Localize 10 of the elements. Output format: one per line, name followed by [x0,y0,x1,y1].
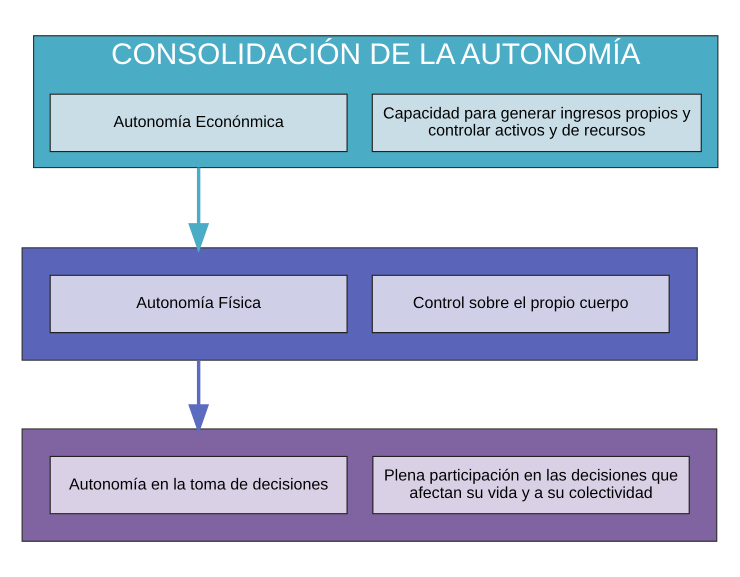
node-box: Autonomía en la toma de decisiones [50,456,348,514]
node-box: Autonomía Física [50,274,348,334]
arrow [188,168,210,254]
arrow [188,360,210,434]
cluster [22,428,718,542]
node-box: Autonomía Econónmica [50,94,348,152]
node-box: Control sobre el propio cuerpo [372,274,670,334]
node-box: Plena participación en las decisiones que afectan su vida y a su colectividad [372,456,690,514]
node-box: Capacidad para generar ingresos propios y controlar activos y de recursos [372,94,702,152]
cluster [22,247,698,361]
